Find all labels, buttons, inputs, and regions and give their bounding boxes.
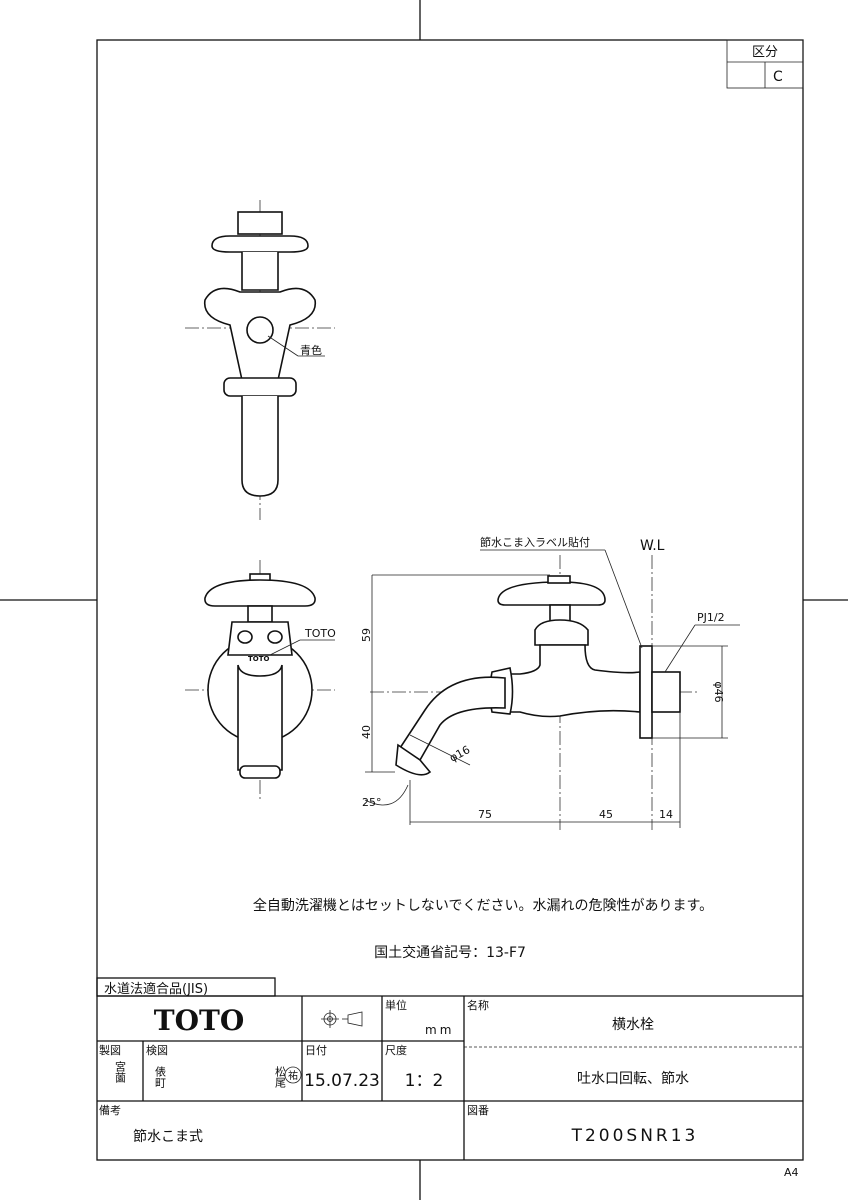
checked-by-1: 俵町	[154, 1066, 167, 1088]
title-block: 水道法適合品(JIS) TOTO 単位 mm 名称 横水栓 吐水口回転、節水 製…	[96, 977, 803, 1160]
product-subtitle: 吐水口回転、節水	[577, 1070, 689, 1087]
brand-note: TOTO	[304, 627, 336, 640]
dim-angle: 25°	[362, 796, 382, 809]
classification-value: C	[773, 69, 783, 85]
dim-flange-dia: φ46	[712, 681, 725, 702]
scale-label: 尺度	[385, 1043, 407, 1057]
remarks-label: 備考	[99, 1104, 121, 1117]
mlit-code: 国土交通省記号：13-F7	[374, 944, 526, 961]
scale-value: 1：2	[405, 1071, 444, 1091]
dim-75: 75	[478, 808, 492, 821]
drawn-label: 製図	[99, 1043, 121, 1057]
product-name: 横水栓	[612, 1017, 654, 1033]
drawing-number: T200SNR13	[571, 1126, 699, 1146]
date-label: 日付	[305, 1044, 327, 1057]
unit-label: 単位	[385, 998, 407, 1012]
side-view: 節水こま入ラベル貼付 W.L PJ1/2 59 40 φ16 φ46 25° 7…	[360, 535, 740, 830]
checked-by-2: 松尾	[274, 1065, 287, 1088]
dim-45: 45	[599, 808, 613, 821]
top-view: 青色	[185, 200, 335, 520]
label-note: 節水こま入ラベル貼付	[480, 535, 590, 549]
body-logo: TOTO	[248, 655, 270, 663]
dim-59: 59	[360, 628, 373, 642]
front-view: TOTO TOTO	[185, 560, 336, 800]
color-note: 青色	[300, 343, 322, 357]
checked-seal: 祐	[288, 1069, 298, 1082]
dim-14: 14	[659, 808, 673, 821]
jis-label: 水道法適合品(JIS)	[104, 981, 208, 997]
warning-note: 全自動洗濯機とはセットしないでください。水漏れの危険性があります。	[253, 897, 713, 914]
unit-value: mm	[425, 1023, 454, 1037]
thread-spec: PJ1/2	[697, 611, 725, 624]
toto-logo: TOTO	[154, 1004, 244, 1037]
date-value: 15.07.23	[304, 1071, 380, 1091]
drawing-no-label: 図番	[467, 1104, 489, 1117]
projection-symbol-icon	[321, 1010, 363, 1028]
checked-label: 検図	[146, 1043, 168, 1057]
water-level-mark: W.L	[640, 538, 665, 554]
classification-box: 区分 C	[726, 39, 804, 89]
classification-label: 区分	[752, 45, 778, 60]
dim-40: 40	[360, 725, 373, 739]
dim-spout-dia: φ16	[447, 743, 472, 764]
paper-size: A4	[784, 1166, 799, 1179]
drawn-by: 宮薗	[114, 1060, 127, 1084]
remarks-value: 節水こま式	[133, 1128, 203, 1145]
name-label: 名称	[467, 998, 489, 1012]
